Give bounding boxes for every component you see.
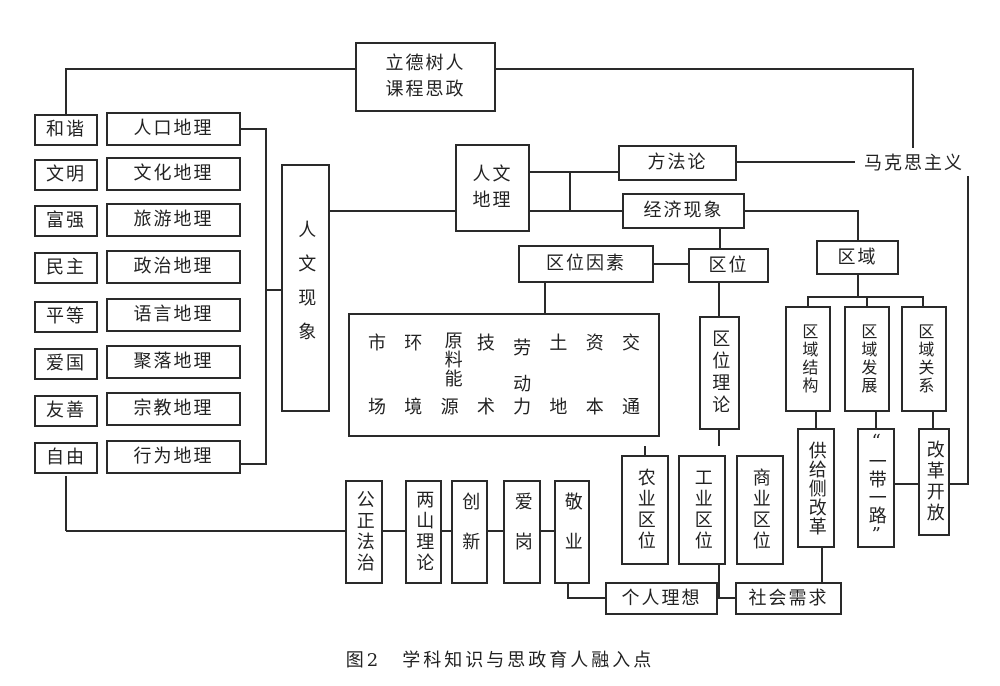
factor-top: 交 [621,333,640,354]
value-box: 自由 [34,442,98,474]
subject-box: 旅游地理 [106,203,241,237]
marxism-label: 马克思主义 [855,148,973,176]
human-geography-box: 人文 地理 [455,144,530,232]
factor-column: 土地 [545,325,571,425]
factor-column: 交通 [618,325,644,425]
subject-box: 人口地理 [106,112,241,146]
factor-top: 市 [368,333,386,354]
factor-bottom: 场 [368,397,386,418]
bottom-item-box: 公正法治 [345,480,383,584]
factor-bottom: 力 [513,397,532,418]
line-top-marxism [496,68,914,148]
human-phenomena-box: 人文现象 [281,164,330,412]
region-box: 区域 [816,240,899,275]
belt-road-box: “一带一路” [857,428,895,548]
line-top-left [65,68,355,114]
factor-top: 资 [585,333,604,354]
location-type-box: 农业区位 [621,455,669,565]
location-box: 区位 [688,248,769,283]
subject-box: 宗教地理 [106,392,241,426]
location-type-box: 商业区位 [736,455,784,565]
factor-bottom: 境 [404,397,423,418]
value-box: 和谐 [34,114,98,146]
subject-box: 政治地理 [106,250,241,284]
subject-box: 语言地理 [106,298,241,332]
value-box: 民主 [34,252,98,284]
subject-box: 文化地理 [106,157,241,191]
methodology-box: 方法论 [618,145,737,181]
bottom-item-box: 敬业 [554,480,590,584]
personal-ideal-box: 个人理想 [605,582,718,615]
factor-top: 环 [404,333,423,354]
factor-top: 劳 动 [513,338,532,395]
line-subject-bracket [241,128,267,465]
location-theory-box: 区位理论 [699,316,740,430]
value-box: 友善 [34,395,98,427]
factor-top: 原料能 [441,331,463,388]
bottom-item-box: 爱岗 [503,480,541,584]
subject-box: 行为地理 [106,440,241,474]
supply-side-reform-box: 供给侧改革 [797,428,835,548]
factor-bottom: 源 [440,397,459,418]
bottom-item-box: 创新 [451,480,488,584]
top-moral-box: 立德树人 课程思政 [355,42,496,112]
factor-column: 环境 [400,325,426,425]
factor-bottom: 地 [549,397,568,418]
factor-bottom: 术 [476,397,495,418]
value-box: 爱国 [34,348,98,380]
line-econ-region [745,210,859,240]
location-type-box: 工业区位 [678,455,726,565]
value-box: 平等 [34,301,98,333]
value-box: 富强 [34,205,98,237]
reform-opening-box: 改革开放 [918,428,950,536]
bottom-item-box: 两山理论 [405,480,442,584]
subject-box: 聚落地理 [106,345,241,379]
line-geo-econ [530,171,622,212]
line-region-fan [807,296,924,306]
social-demand-box: 社会需求 [735,582,842,615]
factor-column: 原料能源 [437,325,463,425]
factor-column: 技术 [473,325,499,425]
region-item-box: 区域发展 [844,306,890,412]
region-item-box: 区域关系 [901,306,947,412]
value-box: 文明 [34,159,98,191]
factor-column: 劳 动力 [509,325,535,425]
location-factors-box: 区位因素 [518,245,654,283]
line-b5-ideal [567,582,605,599]
factor-top: 土 [549,333,568,354]
line-marx-reform [950,176,969,485]
figure-caption: 图2 学科知识与思政育人融入点 [345,650,655,671]
economic-phenomena-box: 经济现象 [622,193,745,229]
factor-column: 市场 [364,325,390,425]
region-item-box: 区域结构 [785,306,831,412]
location-factors-matrix: 市场 环境 原料能源 技术 劳 动力 土地 资本 交通 [348,313,660,437]
factor-bottom: 通 [621,397,640,418]
factor-column: 资本 [582,325,608,425]
factor-bottom: 本 [585,397,604,418]
factor-top: 技 [476,333,495,354]
